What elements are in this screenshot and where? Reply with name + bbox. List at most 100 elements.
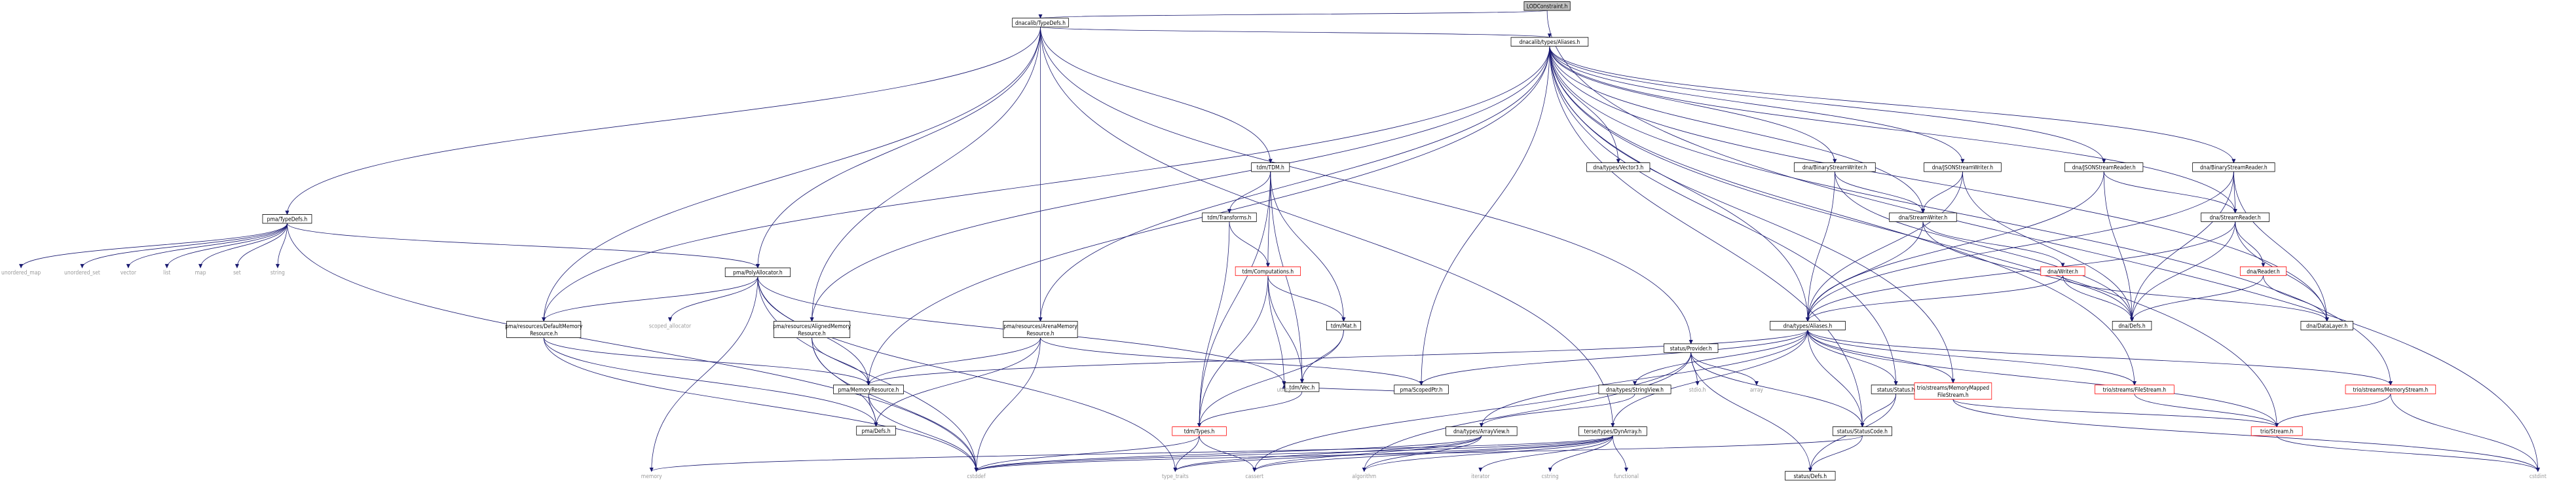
edge-pma_PolyAllocator-to-sys_type_traits: [757, 276, 1178, 472]
node-trio_FileStream[interactable]: trio/streams/FileStream.h: [2095, 384, 2175, 394]
node-dna_Writer[interactable]: dna/Writer.h: [2040, 266, 2085, 276]
node-box: [2239, 266, 2287, 276]
node-box: [1793, 162, 1876, 172]
node-trio_Stream[interactable]: trio/Stream.h: [2250, 426, 2303, 436]
node-dna_StreamReader[interactable]: dna/StreamReader.h: [2201, 212, 2270, 222]
node-label: dnacalib/TypeDefs.h: [1015, 20, 1066, 26]
node-dna_DataLayer[interactable]: dna/DataLayer.h: [2300, 321, 2353, 331]
node-dna_Reader[interactable]: dna/Reader.h: [2239, 266, 2287, 276]
node-dna_JSONStreamWriter[interactable]: dna/JSONStreamWriter.h: [1924, 162, 2002, 172]
node-label: list: [163, 270, 170, 276]
node-TypeDefs_dnacalib[interactable]: dnacalib/TypeDefs.h: [1012, 18, 1069, 28]
node-label: pma/Defs.h: [861, 428, 890, 434]
edge-tdm_Computations-to-tdm_Vec: [1267, 275, 1304, 384]
node-dna_JSONStreamReader[interactable]: dna/JSONStreamReader.h: [2064, 162, 2144, 172]
node-label: pma/resources/AlignedMemory: [773, 324, 851, 329]
edge-status_Provider-to-sys_stdio: [1690, 352, 1700, 386]
edge-status_Provider-to-sys_algorithm: [1362, 352, 1692, 472]
node-label: dna/types/StringView.h: [1606, 387, 1664, 393]
node-box: [262, 214, 312, 224]
edge-Aliases_dnacalib-to-dna_BinaryStreamReader: [1549, 46, 2236, 164]
edge-dna_StringView-to-dna_ArrayView: [1479, 394, 1635, 428]
node-tdm_TDM[interactable]: tdm/TDM.h: [1251, 162, 1290, 172]
node-status_Provider[interactable]: status/Provider.h: [1663, 343, 1719, 353]
node-label: dna/types/ArrayView.h: [1453, 428, 1510, 434]
node-box: [2345, 384, 2436, 394]
edge-dna_StreamReader-to-dna_Defs: [2130, 221, 2236, 322]
node-label: string: [271, 270, 285, 276]
node-pma_ScopedPtr[interactable]: pma/ScopedPtr.h: [1394, 384, 1449, 394]
node-dna_types_Aliases[interactable]: dna/types/Aliases.h: [1770, 321, 1846, 331]
edge-Aliases_dnacalib-to-pma_ArenaMemoryResource: [1038, 46, 1550, 322]
edge-pma_TypeDefs-to-sys_map: [198, 223, 288, 269]
node-label: status/Provider.h: [1670, 346, 1712, 352]
node-trio_MemoryStream[interactable]: trio/streams/MemoryStream.h: [2345, 384, 2436, 394]
edge-terse_DynArray-to-sys_type_traits: [1173, 435, 1613, 472]
node-status_Status[interactable]: status/Status.h: [1871, 384, 1921, 394]
node-status_StatusCode[interactable]: status/StatusCode.h: [1832, 426, 1892, 436]
edge-pma_TypeDefs-to-sys_cstddef: [287, 223, 979, 472]
node-Aliases_dnacalib[interactable]: dnacalib/types/Aliases.h: [1510, 37, 1589, 47]
node-label: status/Status.h: [1877, 387, 1915, 393]
node-tdm_Types[interactable]: tdm/Types.h: [1172, 426, 1227, 436]
node-box: [1578, 426, 1647, 436]
node-dna_ArrayView[interactable]: dna/types/ArrayView.h: [1446, 426, 1518, 436]
edge-tdm_Types-to-sys_type_traits: [1173, 436, 1200, 472]
node-tdm_Mat[interactable]: tdm/Mat.h: [1326, 321, 1361, 331]
edge-dna_types_Aliases-to-pma_MemoryResource: [867, 329, 1808, 386]
node-box: [1202, 212, 1257, 222]
node-tdm_Transforms[interactable]: tdm/Transforms.h: [1202, 212, 1257, 222]
edge-terse_DynArray-to-sys_functional: [1612, 436, 1629, 472]
edge-status_Provider-to-status_Defs: [1690, 352, 1812, 472]
node-label: tdm/TDM.h: [1257, 164, 1284, 170]
node-dna_Vector3[interactable]: dna/types/Vector3.h: [1586, 162, 1651, 172]
node-tdm_Computations[interactable]: tdm/Computations.h: [1235, 266, 1301, 276]
node-dna_StringView[interactable]: dna/types/StringView.h: [1598, 384, 1671, 394]
node-terse_DynArray[interactable]: terse/types/DynArray.h: [1578, 426, 1647, 436]
node-label: terse/types/DynArray.h: [1584, 428, 1642, 434]
node-pma_MemoryResource[interactable]: pma/MemoryResource.h: [833, 384, 904, 394]
edge-dna_types_Aliases-to-terse_DynArray: [1611, 329, 1808, 428]
edge-tdm_Mat-to-tdm_Types: [1197, 329, 1344, 428]
edge-pma_DefaultMemoryResource-to-pma_Defs: [543, 337, 878, 427]
node-tdm_Vec[interactable]: tdm/Vec.h: [1284, 382, 1320, 392]
node-label: tdm/Computations.h: [1242, 269, 1294, 274]
node-label: LODConstraint.h: [1527, 3, 1568, 9]
edge-Aliases_dnacalib-to-pma_ScopedPtr: [1419, 46, 1550, 386]
edge-tdm_Computations-to-sys_utility: [1267, 275, 1286, 386]
node-box: [1523, 1, 1571, 11]
node-status_Defs[interactable]: status/Defs.h: [1785, 471, 1836, 481]
node-pma_Defs[interactable]: pma/Defs.h: [856, 426, 896, 436]
node-dna_BinaryStreamWriter[interactable]: dna/BinaryStreamWriter.h: [1793, 162, 1876, 172]
edge-dna_Writer-to-dna_DataLayer: [2063, 275, 2329, 322]
edge-terse_DynArray-to-sys_cstring: [1548, 436, 1613, 472]
edge-tdm_TDM-to-tdm_Vec: [1270, 172, 1304, 384]
edge-Aliases_dnacalib-to-pma_AlignedMemoryResource: [810, 46, 1550, 322]
node-label: algorithm: [1352, 473, 1376, 479]
node-dna_BinaryStreamReader[interactable]: dna/BinaryStreamReader.h: [2192, 162, 2275, 172]
node-sys_type_traits: type_traits: [1162, 473, 1189, 479]
node-label: set: [233, 270, 241, 276]
edge-dna_JSONStreamReader-to-dna_StreamReader: [2103, 171, 2237, 214]
node-dna_Defs[interactable]: dna/Defs.h: [2112, 321, 2152, 331]
node-box: [833, 384, 904, 394]
edge-tdm_TDM-to-tdm_Mat: [1270, 172, 1346, 322]
node-LODConstraint[interactable]: LODConstraint.h: [1523, 1, 1571, 11]
node-box: [2201, 212, 2270, 222]
edge-pma_ArenaMemoryResource-to-pma_ScopedPtr: [1040, 337, 1424, 386]
node-pma_TypeDefs[interactable]: pma/TypeDefs.h: [262, 214, 312, 224]
edge-pma_TypeDefs-to-sys_unordered_map: [19, 223, 288, 269]
edge-Aliases_dnacalib-to-dna_DataLayer: [1549, 46, 2329, 322]
node-sys_unordered_map: unordered_map: [1, 270, 41, 276]
edge-tdm_Mat-to-tdm_Vec: [1299, 329, 1344, 384]
node-box: [1251, 162, 1290, 172]
node-dna_StreamWriter[interactable]: dna/StreamWriter.h: [1889, 212, 1957, 222]
node-sys_algorithm: algorithm: [1352, 473, 1376, 479]
edge-terse_DynArray-to-sys_memory: [649, 435, 1613, 472]
node-pma_PolyAllocator[interactable]: pma/PolyAllocator.h: [724, 267, 791, 277]
